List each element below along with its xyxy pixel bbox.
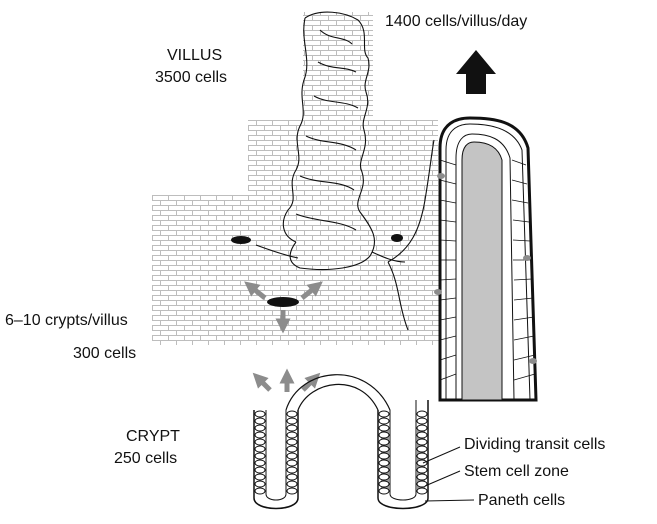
villus-cells-count: 3500 cells [155,68,227,88]
crypt-cell [255,411,265,417]
crypt-cell [417,425,427,431]
crypt-cell [417,439,427,445]
crypt-cell [417,411,427,417]
crypt-cell [417,446,427,452]
crypt-cell [417,467,427,473]
crypt-right [378,400,428,509]
crypt-cell [287,439,297,445]
crypt-region-cells: 300 cells [73,344,136,364]
crypt-cell [255,453,265,459]
crypt-cell [379,453,389,459]
crypt-cell [255,425,265,431]
crypt-cell [417,460,427,466]
crypt-cell [287,481,297,487]
crypts-per-villus: 6–10 crypts/villus [5,311,128,331]
crypt-cell [255,474,265,480]
crypt-cell [287,446,297,452]
crypt-cell [255,439,265,445]
crypt-cells-count: 250 cells [114,449,177,469]
crypt-cell [287,453,297,459]
crypt-cell [417,474,427,480]
crypt-cell [379,425,389,431]
crypt-cell [287,432,297,438]
crypt-cell [379,467,389,473]
villus-section [434,118,537,400]
crypt-cell [287,488,297,494]
crypt-cell [379,481,389,487]
crypt-cell [287,467,297,473]
crypt-cell [255,488,265,494]
crypt-cell [287,474,297,480]
crypt-cell [255,481,265,487]
crypt-cell [379,460,389,466]
crypt-cell [255,467,265,473]
crypt-cell [255,460,265,466]
crypt-cell [379,418,389,424]
crypt-cell [379,488,389,494]
crypt-cell [379,432,389,438]
crypt-cell [287,425,297,431]
crypt-cell [255,418,265,424]
crypt-cell [379,446,389,452]
crypt-left [254,410,298,509]
crypt-cell [255,432,265,438]
crypt-cell [417,418,427,424]
crypt-cell [379,411,389,417]
output-rate: 1400 cells/villus/day [385,12,527,32]
crypt-cell [287,418,297,424]
crypt-cell [417,432,427,438]
crypt-cell [287,460,297,466]
output-arrow-icon [456,50,496,94]
crypt-cell [379,439,389,445]
crypt-cell [417,488,427,494]
crypt-cell [379,474,389,480]
crypt-cell [287,411,297,417]
dividing-transit-label: Dividing transit cells [464,435,605,455]
paneth-label: Paneth cells [478,491,565,511]
crypt-cell [417,453,427,459]
stem-zone-label: Stem cell zone [464,462,569,482]
villus-name: VILLUS [167,46,222,66]
crypt-name: CRYPT [126,427,180,447]
crypt-bridge [286,375,390,410]
crypt-cell [255,446,265,452]
